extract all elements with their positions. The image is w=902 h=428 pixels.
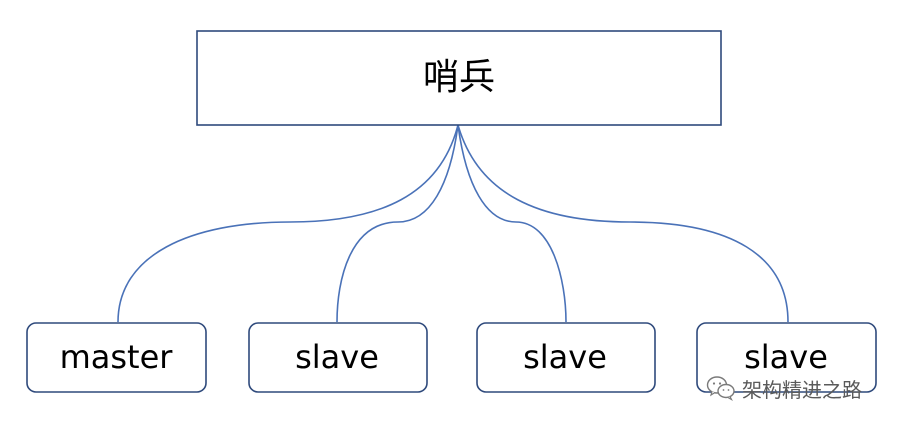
wechat-logo-icon <box>706 376 735 401</box>
slave-node-2-label: slave <box>523 338 607 376</box>
master-node-label: master <box>60 338 174 376</box>
slave-node-2: slave <box>476 322 656 393</box>
slave-node-3: slave <box>696 322 877 393</box>
connector-to-slave-1 <box>336 124 459 323</box>
slave-node-1: slave <box>248 322 428 393</box>
connector-to-slave-3 <box>457 124 789 323</box>
watermark: 架构精进之路 <box>706 374 862 402</box>
connector-to-master <box>117 124 459 323</box>
slave-node-1-label: slave <box>295 338 379 376</box>
master-node: master <box>26 322 207 393</box>
sentinel-node: 哨兵 <box>196 30 722 126</box>
sentinel-node-label: 哨兵 <box>423 57 495 98</box>
connector-to-slave-2 <box>457 124 567 323</box>
connectors <box>117 124 789 323</box>
slave-node-3-label: slave <box>744 338 828 376</box>
watermark-text: 架构精进之路 <box>742 377 862 402</box>
